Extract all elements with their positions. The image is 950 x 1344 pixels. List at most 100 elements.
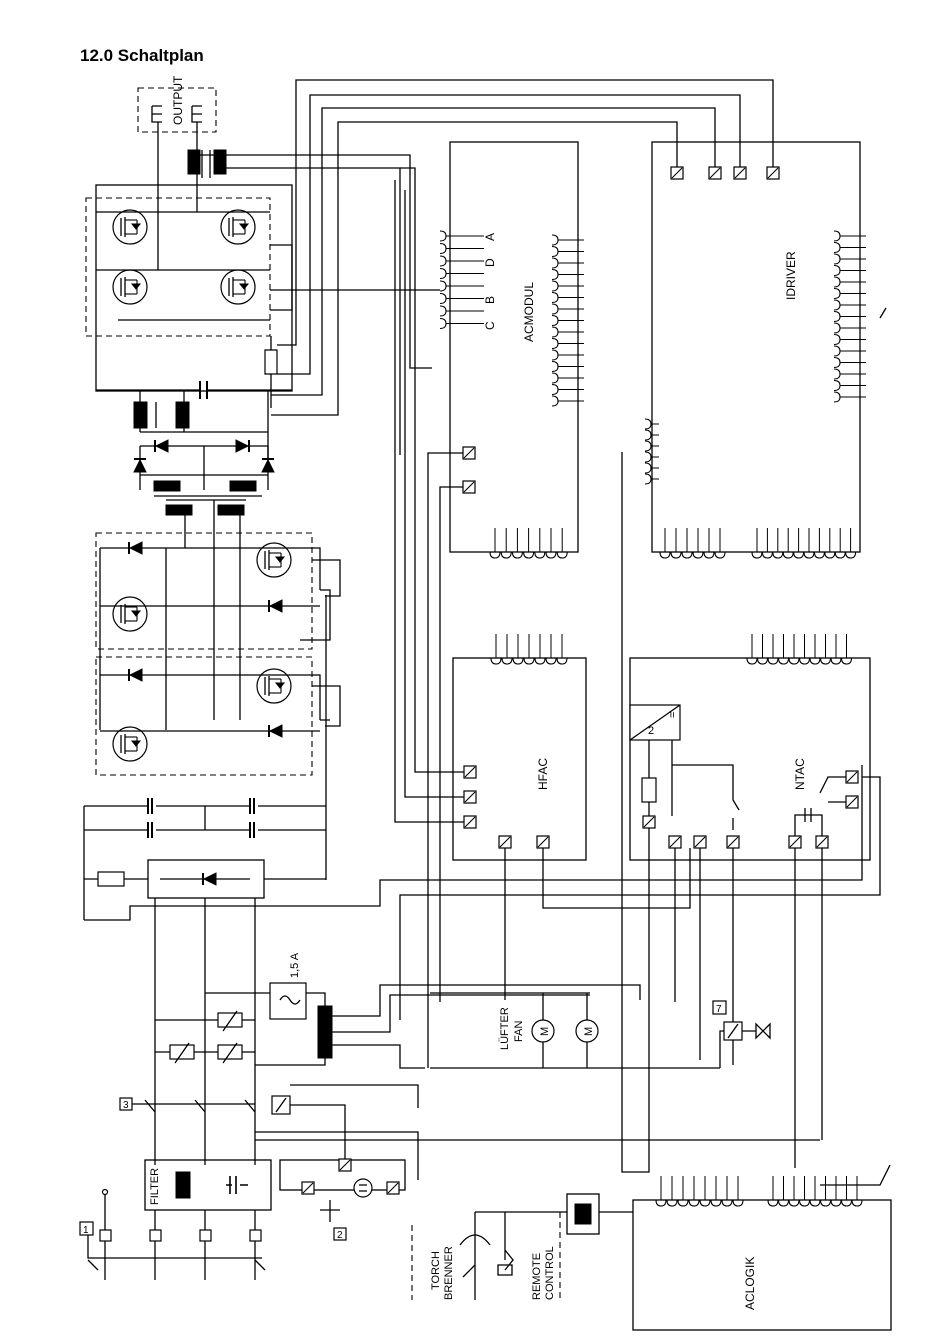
acmodul-board: ACMODUL A D B C [428,142,578,1068]
fuse-label: 1,5 A [289,952,301,978]
fan-label-en: FAN [513,1021,525,1042]
ntac-label: NTAC [793,758,807,790]
socket-pin [779,1200,789,1206]
num-3: 3 [123,1100,129,1111]
socket-pin [768,1200,778,1206]
socket-pin [535,658,545,664]
connector-icon [464,766,476,778]
socket-pin [834,335,840,345]
socket-pin [645,452,651,462]
fans: M M LÜFTER FAN [430,993,720,1068]
pin-d-label: D [483,258,497,267]
connector-icon [643,816,655,828]
socket-pin [752,552,762,558]
acmodul-label: ACMODUL [522,282,536,342]
socket-pin [834,323,840,333]
socket-pin [552,350,558,360]
diode-icon [155,440,168,452]
socket-pin [733,1200,743,1206]
socket-pin [834,289,840,299]
connector-icon [816,836,828,848]
socket-pin [491,658,501,664]
diode-icon [236,440,249,452]
gas-test-button-icon [354,1179,372,1197]
socket-pin [810,1200,820,1206]
fan-label-de: LÜFTER [499,1007,511,1050]
socket-pin [831,1200,841,1206]
socket-pin [711,1200,721,1206]
connector-icon [669,836,681,848]
gas-valve: 7 [713,843,770,1068]
torch-label-de: BRENNER [443,1246,455,1300]
socket-pin [810,658,820,664]
socket-pin [552,339,558,349]
socket-pin [552,396,558,406]
socket-pin [440,269,446,279]
mosfet-icon [113,270,147,304]
socket-pin [552,373,558,383]
socket-pin [821,1200,831,1206]
socket-pin [768,658,778,664]
converter-output-label: = [667,712,679,718]
socket-pin [524,658,534,664]
connector-icon [302,1182,314,1194]
socket-pin [512,552,522,558]
socket-pin [800,658,810,664]
inverter-block [96,500,340,775]
aclogik-label: ACLOGIK [743,1257,757,1310]
socket-pin [535,552,545,558]
socket-pin [834,277,840,287]
socket-pin [794,552,804,558]
socket-pin [831,658,841,664]
output-bridge [86,185,440,408]
idriver-label: IDRIVER [784,251,798,300]
resistor-icon [98,872,124,886]
output-rectifier [134,432,274,548]
mains-input: 3 FILTER 1 [80,1098,271,1280]
remote-label-2: CONTROL [544,1246,556,1300]
resistor-icon [265,350,277,374]
mosfet-icon [113,727,147,761]
socket-pin [834,358,840,368]
socket-pin [667,1200,677,1206]
connector-icon [464,816,476,828]
socket-pin [762,552,772,558]
output-label: OUTPUT [171,75,185,125]
connector-icon [499,836,511,848]
socket-pin [552,247,558,257]
socket-pin [789,658,799,664]
pin-b-label: B [483,296,497,304]
socket-pin [835,552,845,558]
socket-pin [834,369,840,379]
dc-link [96,381,292,460]
socket-pin [645,441,651,451]
socket-pin [722,1200,732,1206]
socket-pin [682,552,692,558]
mosfet-icon [113,210,147,244]
connector-icon [671,167,683,179]
socket-pin [524,552,534,558]
converter-input-label: 2 [648,725,654,737]
socket-pin [557,658,567,664]
socket-pin [671,552,681,558]
pin-c-label: C [483,321,497,330]
socket-pin [834,346,840,356]
mosfet-icon [221,210,255,244]
socket-pin [842,1200,852,1206]
socket-pin [834,300,840,310]
socket-pin [834,381,840,391]
fan-motor-1-label: M [539,1027,551,1036]
socket-pin [783,552,793,558]
socket-pin [747,658,757,664]
socket-pin [501,552,511,558]
socket-pin [552,362,558,372]
filter-label: FILTER [149,1168,161,1205]
socket-pin [440,306,446,316]
protection: 1,5 A [155,952,640,1068]
socket-pin [645,419,651,429]
mosfet-icon [113,597,147,631]
output-terminals: OUTPUT [138,75,216,270]
socket-pin [834,392,840,402]
socket-pin [656,1200,666,1206]
